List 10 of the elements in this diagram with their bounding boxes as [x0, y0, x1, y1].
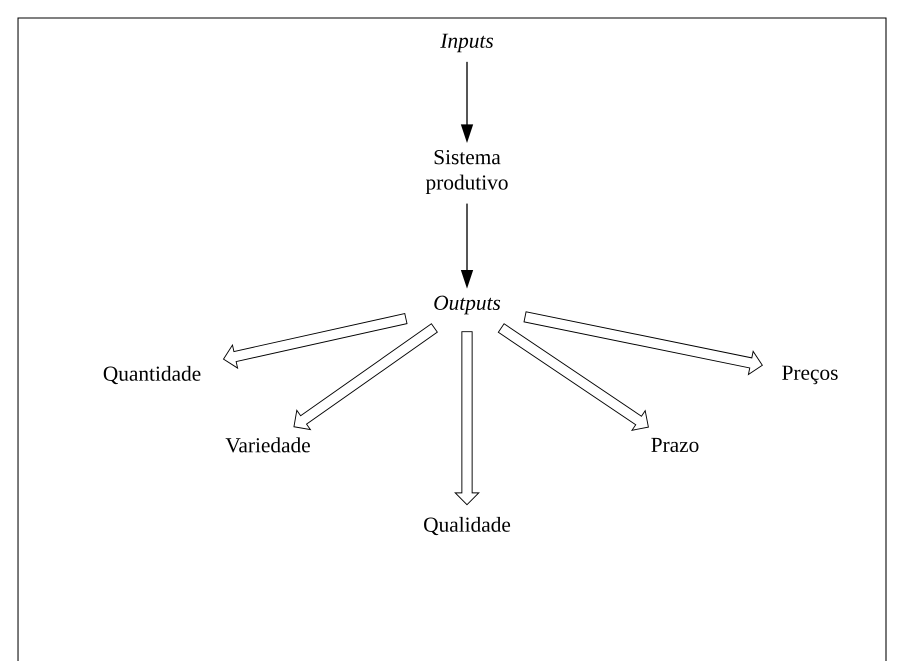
- node-label: Quantidade: [104, 366, 200, 384]
- node-label: Outputs: [434, 296, 500, 314]
- node-label: Preços: [782, 366, 838, 384]
- node-label: Prazo: [651, 438, 698, 452]
- node-label: Qualidade: [424, 516, 510, 536]
- arrow: [293, 323, 438, 430]
- arrow: [498, 323, 649, 431]
- node-label: Variedade: [226, 437, 310, 453]
- node-label: Inputs: [440, 34, 494, 52]
- node-label: Sistema produtivo: [426, 150, 508, 194]
